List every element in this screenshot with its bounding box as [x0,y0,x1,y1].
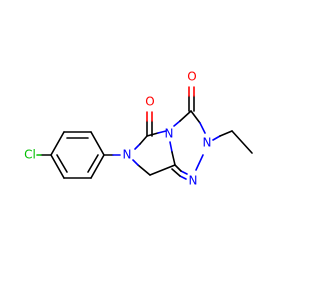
chlorine-label: Cl [24,148,36,162]
bond-c7-n6 [137,164,151,176]
bond-n2-n1 [195,154,204,171]
bond-n1-c7a [174,164,182,172]
bond-n1-c7a-double-colored [179,175,187,180]
bond-nbridge-c7a-colored [169,141,173,153]
bond-n6-c5-colored [134,143,141,150]
bond-ch2-ch3 [231,130,253,154]
bond-nbridge-c7a [171,151,176,166]
chemical-structure-diagram: Cl N N N N O O [24,69,253,188]
bond-nbridge-c3 [179,110,192,122]
nitrogen-label-bridge: N [165,127,174,141]
bond-c7a-c7 [149,164,176,176]
bond-n6-c5 [139,135,148,145]
bond-n1-c7a-double [171,168,181,177]
bond-c6-c1 [90,154,105,179]
bond-n1-c7a-colored [180,170,188,175]
oxygen-label-o5: O [145,95,154,109]
bond-nbridge-c3-colored [173,120,181,127]
nitrogen-label-n2: N [203,136,212,150]
bond-c1-c2 [90,131,105,156]
nitrogen-label-n6: N [123,148,132,162]
aromatic-inner-bond-3 [87,154,99,173]
nitrogen-label-n1: N [189,174,198,188]
bond-c3-c4 [50,131,65,156]
aromatic-inner-bond-2 [56,154,68,173]
imidazolidinone-ring [132,130,176,176]
bond-c3-n2-colored [199,122,206,134]
bond-c7-n6-colored [132,159,139,166]
triazolone-ring [171,110,206,180]
bond-c5-nbridge-colored [157,130,167,134]
bond-n2-ch2 [219,130,233,137]
bond-c4-c5 [50,154,65,179]
bond-c3-n2 [190,110,201,124]
benzene-ring [50,131,105,179]
bond-n2-ch2-colored [212,135,221,141]
oxygen-label-o3: O [187,70,196,84]
